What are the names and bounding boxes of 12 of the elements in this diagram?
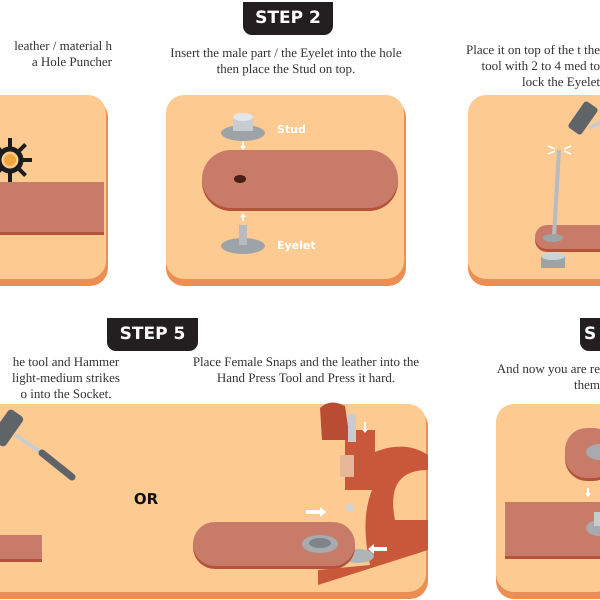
step-badge: STEP 5 [107, 318, 198, 351]
instruction-text: Insert the male part / the Eyelet into the hole then place the Stud on top. [169, 45, 403, 77]
part-label: Stud [277, 123, 307, 137]
instruction-text: Place Female Snaps and the leather into the Hand Press Tool and Press it hard. [192, 354, 420, 386]
part-label: Eyelet [277, 239, 317, 253]
instruction-text: Place it on top of the t the tool with 2 to 4 med to lock the Eyelet [465, 42, 600, 90]
instruction-text: he tool and Hammer light-medium strikes o into the Socket. [11, 354, 121, 402]
step-badge: S [580, 318, 600, 351]
instruction-text: leather / material h a Hole Puncher [13, 38, 112, 70]
instruction-text: And now you are re them [496, 361, 600, 393]
or-text: OR [132, 490, 160, 508]
step-badge: STEP 2 [243, 2, 333, 35]
